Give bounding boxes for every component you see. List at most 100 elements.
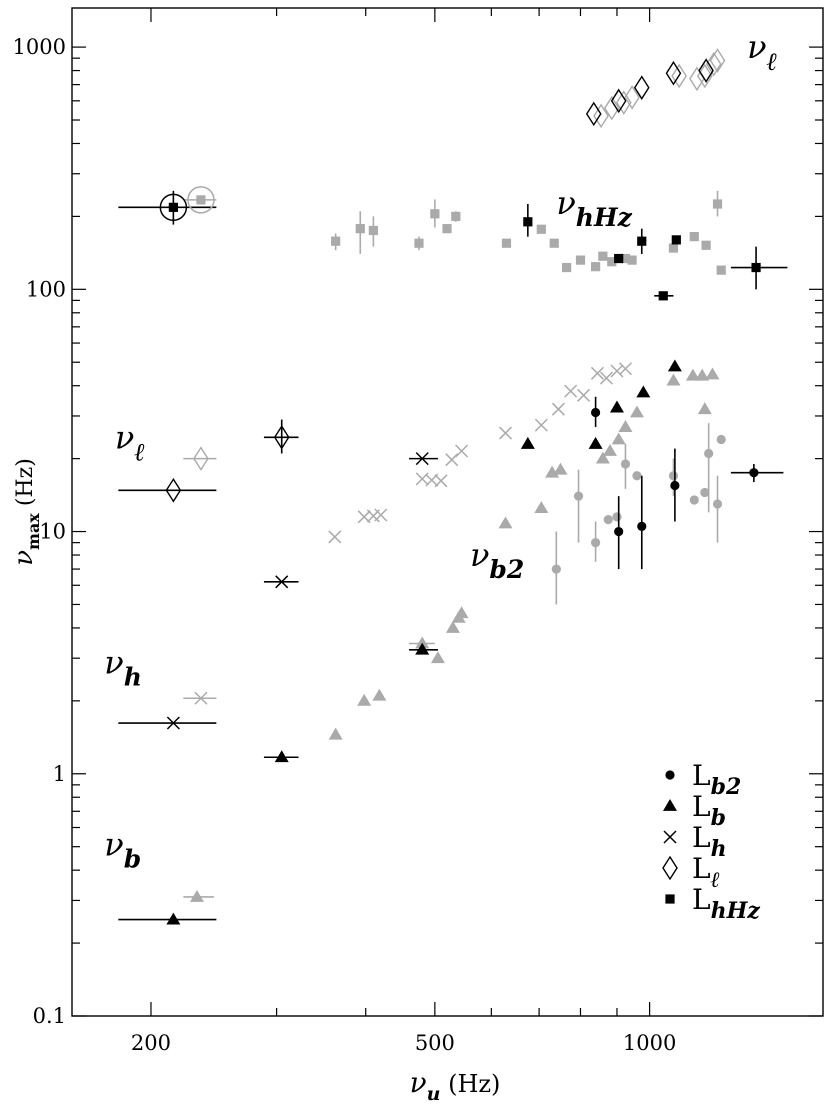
square-point xyxy=(607,257,617,267)
cross-point xyxy=(577,388,591,402)
diamond-point xyxy=(193,446,209,471)
square-point xyxy=(536,224,546,234)
cross-point xyxy=(434,474,448,488)
diamond-point xyxy=(671,63,687,89)
diamond-point xyxy=(603,95,620,121)
ring-marker xyxy=(159,193,188,222)
square-point xyxy=(549,238,559,248)
circle-point xyxy=(749,468,759,478)
nu-annotation: νhHz xyxy=(556,184,632,232)
triangle-point xyxy=(430,651,445,664)
triangle-point xyxy=(666,373,681,386)
cross-point xyxy=(618,362,632,376)
square-point xyxy=(501,238,512,248)
cross-point xyxy=(194,691,208,705)
square-point xyxy=(620,253,631,264)
cross-point xyxy=(445,453,459,467)
triangle-point xyxy=(534,501,549,513)
diamond-point xyxy=(585,101,602,127)
circle-point xyxy=(620,459,631,469)
diamond-point xyxy=(165,477,182,503)
x-tick-label: 1000 xyxy=(623,1031,676,1055)
triangle-point xyxy=(372,688,387,701)
square-point xyxy=(414,238,424,248)
square-point xyxy=(168,202,178,212)
y-tick-label: 1000 xyxy=(13,35,66,59)
cross-point xyxy=(166,716,180,730)
diamond-point xyxy=(624,85,640,110)
square-point xyxy=(451,211,461,221)
cross-point xyxy=(328,530,342,544)
triangle-point xyxy=(618,420,633,432)
circle-point xyxy=(614,526,624,537)
triangle-point xyxy=(357,693,372,706)
ring-marker xyxy=(187,186,215,214)
nu-annotation: νb xyxy=(104,825,141,873)
legend-marker-cross xyxy=(663,830,677,844)
square-point xyxy=(598,251,608,261)
cross-point xyxy=(551,402,565,416)
square-point xyxy=(637,236,647,246)
y-tick-label: 100 xyxy=(26,277,66,301)
square-point xyxy=(716,265,726,275)
triangle-point xyxy=(328,727,343,740)
diamond-point xyxy=(665,60,682,86)
diamond-point xyxy=(593,103,609,129)
y-tick-label: 0.1 xyxy=(33,1004,66,1028)
triangle-point xyxy=(498,516,513,529)
circle-point xyxy=(712,499,723,509)
nu-annotation: νℓ xyxy=(747,28,777,76)
cross-point xyxy=(534,418,548,432)
triangle-point xyxy=(274,750,289,763)
cross-point xyxy=(590,366,604,380)
circle-point xyxy=(700,487,710,498)
square-point xyxy=(712,199,723,209)
circle-point xyxy=(603,515,613,525)
legend-label: Lℓ xyxy=(692,852,720,893)
square-point xyxy=(442,224,452,234)
diamond-point xyxy=(698,58,714,83)
y-axis-title: νmax (Hz) xyxy=(9,458,43,566)
square-point xyxy=(575,255,586,265)
plot-frame xyxy=(71,7,824,1017)
triangle-point xyxy=(611,432,626,445)
circle-point xyxy=(612,512,622,522)
cross-point xyxy=(415,452,429,466)
cross-point xyxy=(599,371,614,385)
nu-annotation: νℓ xyxy=(115,419,145,467)
diamond-point xyxy=(273,424,290,450)
square-point xyxy=(751,262,761,273)
diamond-point xyxy=(689,66,705,92)
legend-label: Lb2 xyxy=(692,759,741,800)
cross-point xyxy=(374,508,388,522)
circle-point xyxy=(716,434,726,445)
triangle-point xyxy=(603,444,618,456)
x-tick-label: 500 xyxy=(415,1031,455,1055)
square-point xyxy=(614,253,624,264)
legend-label: LhHz xyxy=(692,883,760,924)
y-tick-label: 1 xyxy=(53,762,66,786)
triangle-point xyxy=(454,606,469,619)
x-tick-label: 200 xyxy=(131,1031,171,1055)
diamond-point xyxy=(610,88,627,114)
triangle-point xyxy=(595,451,610,464)
nu-annotation: νh xyxy=(104,643,142,691)
square-point xyxy=(701,240,711,250)
diamond-point xyxy=(633,75,650,100)
square-point xyxy=(668,243,679,253)
triangle-point xyxy=(553,462,568,475)
diamond-point xyxy=(615,90,632,115)
circle-point xyxy=(573,491,584,501)
cross-point xyxy=(564,384,578,398)
legend-marker-triangle xyxy=(663,799,677,811)
triangle-point xyxy=(636,385,651,398)
triangle-point xyxy=(415,642,430,655)
cross-point xyxy=(498,426,513,440)
circle-point xyxy=(590,407,601,418)
square-point xyxy=(368,225,378,236)
square-point xyxy=(331,236,341,246)
square-point xyxy=(671,235,681,245)
